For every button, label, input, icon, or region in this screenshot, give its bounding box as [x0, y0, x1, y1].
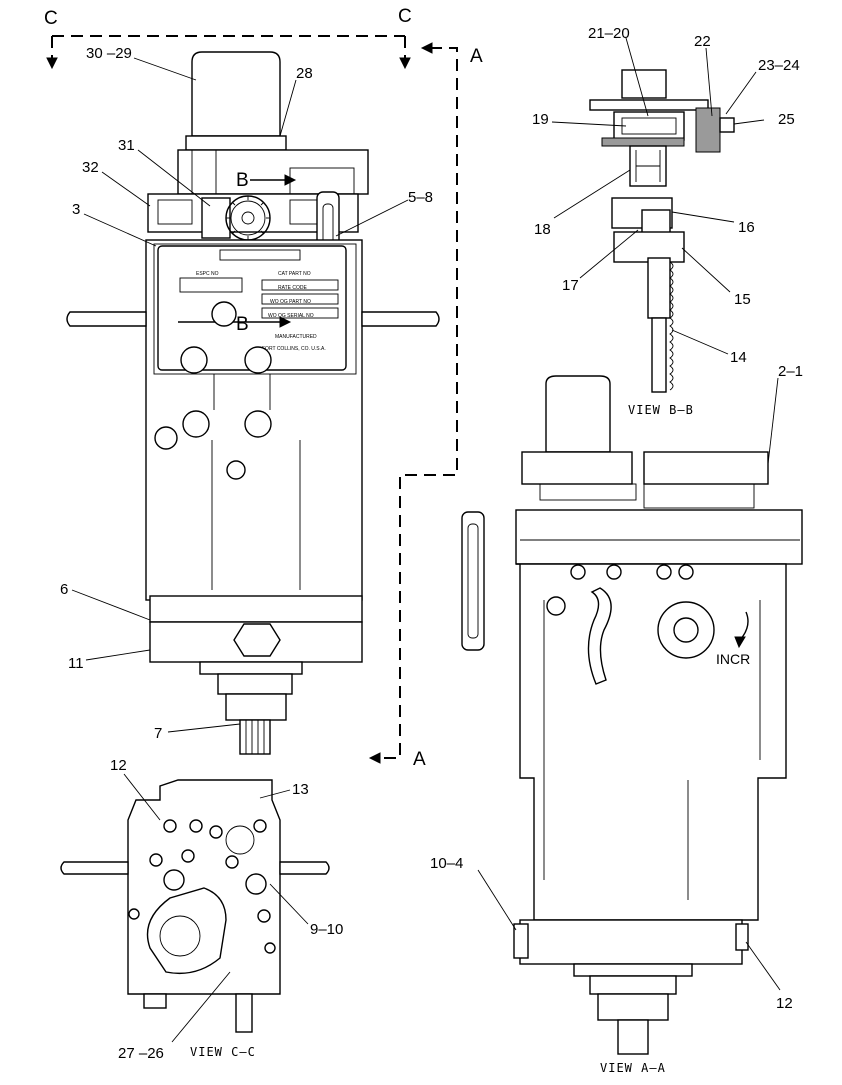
callout-6: 6 — [60, 581, 68, 598]
view-aa-side — [461, 375, 803, 1055]
view-cc-label: VIEW C–C — [190, 1045, 256, 1059]
section-b-lower-label: B — [236, 314, 249, 335]
callout-16: 16 — [738, 219, 755, 236]
callout-12-cc: 12 — [110, 757, 127, 774]
callout-17: 17 — [562, 277, 579, 294]
section-a-top-label: A — [470, 46, 483, 67]
nameplate-wopart-label: WO OG PART NO — [270, 299, 311, 305]
section-lines — [46, 35, 458, 764]
incr-label: INCR — [716, 651, 750, 667]
view-bb-detail — [589, 69, 735, 393]
main-pump-front-view: ESPC NO CAT PART NO RATE CODE WO OG PART… — [66, 51, 440, 755]
callout-21-20: 21–20 — [588, 25, 630, 42]
callout-27-26: 27 –26 — [118, 1045, 164, 1062]
callout-23-24: 23–24 — [758, 57, 800, 74]
callout-7: 7 — [154, 725, 162, 742]
leader-lines — [71, 37, 781, 1043]
callout-30-29: 30 –29 — [86, 45, 132, 62]
section-c-left-label: C — [44, 8, 58, 29]
callout-25: 25 — [778, 111, 795, 128]
nameplate-espc-label: ESPC NO — [196, 271, 219, 277]
callout-31: 31 — [118, 137, 135, 154]
callout-18: 18 — [534, 221, 551, 238]
nameplate-location-label: FORT COLLINS, CO. U.S.A. — [262, 346, 326, 352]
nameplate-mfr-label: MANUFACTURED — [275, 334, 317, 340]
callout-10-4: 10–4 — [430, 855, 463, 872]
callout-5-8: 5–8 — [408, 189, 433, 206]
view-cc-bottom — [60, 779, 330, 1033]
callout-13: 13 — [292, 781, 309, 798]
callout-19: 19 — [532, 111, 549, 128]
callout-11: 11 — [68, 655, 84, 672]
section-b-upper-label: B — [236, 170, 249, 191]
callout-9-10: 9–10 — [310, 921, 343, 938]
callout-22: 22 — [694, 33, 711, 50]
callout-32: 32 — [82, 159, 99, 176]
section-c-right-label: C — [398, 6, 412, 27]
callout-12-aa: 12 — [776, 995, 793, 1012]
nameplate-serial-label: WO OG SERIAL NO — [268, 313, 314, 319]
callout-3: 3 — [72, 201, 80, 218]
callout-15: 15 — [734, 291, 751, 308]
section-a-bottom-label: A — [413, 749, 426, 770]
view-aa-label: VIEW A–A — [600, 1061, 666, 1075]
nameplate-rate-label: RATE CODE — [278, 285, 307, 291]
callout-14: 14 — [730, 349, 747, 366]
nameplate-part-label: CAT PART NO — [278, 271, 311, 277]
view-bb-label: VIEW B–B — [628, 403, 694, 417]
callout-2-1: 2–1 — [778, 363, 803, 380]
callout-28: 28 — [296, 65, 313, 82]
